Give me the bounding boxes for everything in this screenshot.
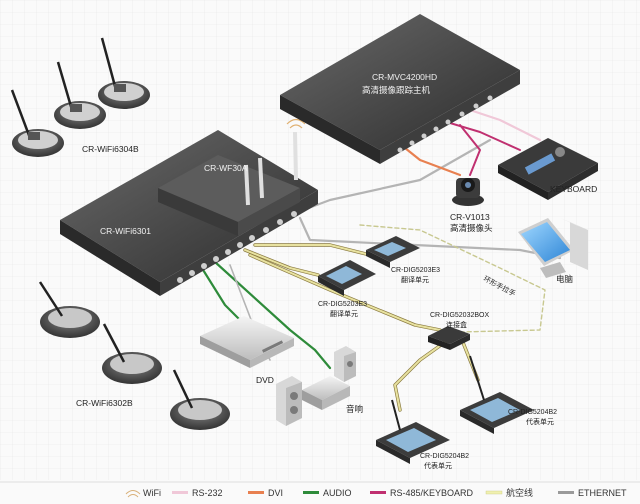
svg-text:WiFi: WiFi [143,488,161,498]
svg-text:DVI: DVI [268,488,283,498]
legend: WiFi RS-232 DVI AUDIO RS-485/KEYBOARD 航空… [0,481,640,498]
label-dig5204b2-b-sub: 代表单元 [424,461,452,470]
svg-text:AUDIO: AUDIO [323,488,352,498]
keyboard-controller: KEYBOARD [498,138,598,200]
dig5203e3-unit-a: CR-DIG5203E3 翻译单元 [366,236,440,284]
mvc4200hd-host: CR-MVC4200HD 高清摄像跟踪主机 [280,14,520,164]
dig5204b2-unit-b: CR-DIG5204B2 代表单元 [376,399,469,470]
label-v1013-sub: 高清摄像头 [450,223,493,233]
label-wifi6302b: CR-WiFi6302B [76,398,133,408]
svg-text:RS-485/KEYBOARD: RS-485/KEYBOARD [390,488,474,498]
label-dig5204b2-b: CR-DIG5204B2 [420,453,469,460]
legend-item-rs232: RS-232 [172,488,223,498]
audio-cable-dvd [198,263,247,327]
computer: 电脑 [518,218,588,284]
wifi6302b-mics: CR-WiFi6302B [38,281,230,430]
rs485-cable-camera [459,124,481,176]
mic-unit-6302b-2 [102,323,162,384]
rs232-cable [468,108,542,142]
legend-item-wifi: WiFi [125,488,161,498]
label-wifi6301: CR-WiFi6301 [100,226,151,236]
svg-text:ETHERNET: ETHERNET [578,488,627,498]
label-dvd: DVD [256,375,274,385]
label-dig5204b2-a-sub: 代表单元 [526,417,554,426]
wifi-icon [125,490,141,498]
dig5204b2-unit-a: CR-DIG5204B2 代表单元 [460,355,557,434]
label-speaker: 音响 [346,404,363,414]
label-wifi6304b: CR-WiFi6304B [82,144,139,154]
dig52032box: CR-DIG52032BOX 连接盒 [428,312,489,350]
label-wf30a: CR-WF30A [204,163,248,173]
mic-unit-6304b-2 [54,61,106,129]
label-mvc4200hd: CR-MVC4200HD [372,72,437,82]
mic-unit-6304b-3 [98,37,150,109]
dvd-player: DVD [200,316,294,385]
legend-item-aviation: 航空线 [485,487,533,498]
rs485-cable-keyboard [439,119,521,151]
wifi-signal-icon [286,118,306,129]
svg-text:RS-232: RS-232 [192,488,223,498]
legend-item-audio: AUDIO [303,488,352,498]
legend-item-ethernet: ETHERNET [558,488,627,498]
wifi6304b-mics: CR-WiFi6304B [10,37,150,157]
label-dig5203e3-a-sub: 翻译单元 [401,275,429,284]
label-dig5203e3-b-sub: 翻译单元 [330,309,358,318]
svg-text:航空线: 航空线 [506,487,533,498]
dig5203e3-unit-b: CR-DIG5203E3 翻译单元 [318,260,376,318]
mic-unit-6302b-3 [170,369,230,430]
label-v1013: CR-V1013 [450,212,490,222]
label-mvc4200hd-sub: 高清摄像跟踪主机 [362,85,431,95]
label-dig5203e3-a: CR-DIG5203E3 [391,267,440,274]
speaker-system: 音响 [276,346,363,426]
loop-cable-dashed [359,224,546,333]
label-dig52032box-sub: 连接盒 [446,320,467,329]
mic-unit-6304b-1 [10,89,64,157]
label-dig5204b2-a: CR-DIG5204B2 [508,409,557,416]
audio-cable-speaker [213,260,332,370]
camera-v1013: CR-V1013 高清摄像头 [450,178,493,233]
wf30a-unit: CR-WF30A [158,118,306,236]
legend-item-dvi: DVI [248,488,283,498]
label-pc: 电脑 [556,274,574,284]
label-keyboard: KEYBOARD [550,184,597,194]
mic-unit-6302b-1 [38,281,100,338]
legend-item-rs485: RS-485/KEYBOARD [370,488,474,498]
label-dig5203e3-b: CR-DIG5203E3 [318,301,367,308]
aviation-cables [243,243,480,412]
label-dig52032box: CR-DIG52032BOX [430,312,489,319]
